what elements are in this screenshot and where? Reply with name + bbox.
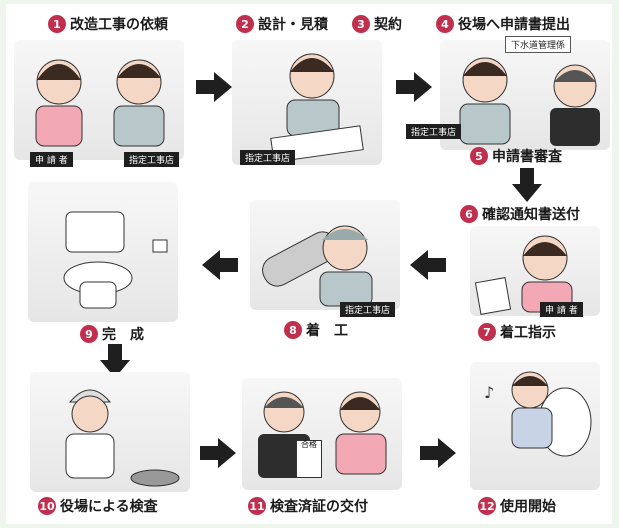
worker-with-pipe-figure	[262, 225, 373, 307]
arrow-right-icon	[396, 72, 432, 102]
step-10-label: 10 役場による検査	[38, 497, 158, 515]
step-4-label: 4 役場へ申請書提出	[436, 14, 570, 34]
step-number-badge: 9	[80, 325, 98, 343]
child-on-toilet-figure: ♪	[484, 371, 592, 457]
design-estimate-illustration	[232, 40, 382, 165]
step-number-badge: 6	[460, 205, 478, 223]
official-and-applicant-figures	[258, 391, 387, 478]
step-3-label: 3 契約	[352, 14, 402, 34]
step-number-badge: 1	[48, 15, 66, 33]
new-toilet-icon	[63, 211, 168, 309]
contractor-drafting-figure	[270, 53, 364, 163]
step-number-badge: 7	[478, 323, 496, 341]
step-number-badge: 10	[38, 497, 56, 515]
arrow-right-icon	[200, 438, 236, 468]
contractor-tag: 指定工事店	[124, 152, 180, 167]
contractor-tag: 指定工事店	[240, 150, 296, 165]
submission-illustration	[440, 40, 610, 150]
step-11-label: 11 検査済証の交付	[248, 497, 368, 515]
step-9-label: 9 完 成	[80, 324, 144, 344]
certificate-illustration	[242, 378, 402, 490]
step-12-label: 12 使用開始	[478, 497, 556, 515]
step-1-label: 1 改造工事の依頼	[48, 14, 168, 34]
inspector-figure	[65, 389, 180, 487]
applicant-tag: 申 請 者	[540, 302, 583, 317]
arrow-down-icon	[512, 168, 542, 202]
request-illustration	[14, 40, 184, 160]
step-5-label: 5 申請書審査	[470, 146, 562, 166]
toilet-illustration	[28, 182, 178, 322]
applicant-tag: 申 請 者	[30, 152, 73, 167]
step-number-badge: 12	[478, 497, 496, 515]
arrow-right-icon	[420, 438, 456, 468]
step-number-badge: 3	[352, 15, 370, 33]
step-number-badge: 2	[236, 15, 254, 33]
arrow-right-icon	[196, 72, 232, 102]
svg-text:♪: ♪	[484, 383, 494, 402]
contractor-tag: 指定工事店	[340, 302, 396, 317]
inspection-illustration	[30, 372, 190, 492]
step-number-badge: 4	[436, 15, 454, 33]
step-7-label: 7 着工指示	[478, 322, 556, 342]
construction-illustration	[250, 200, 400, 310]
step-8-label: 8 着 工	[284, 320, 348, 340]
pass-certificate: 合格	[296, 440, 322, 478]
sewer-section-sign: 下水道管理係	[505, 36, 572, 53]
step-number-badge: 8	[284, 321, 302, 339]
step-number-badge: 5	[470, 147, 488, 165]
applicant-and-contractor-figures	[35, 59, 165, 147]
step-number-badge: 11	[248, 497, 266, 515]
step-2-label: 2 設計・見積	[236, 14, 328, 34]
step-6-label: 6 確認通知書送付	[460, 204, 580, 224]
contractor-tag: 指定工事店	[406, 124, 462, 139]
arrow-left-icon	[202, 250, 238, 280]
usage-start-illustration: ♪	[470, 362, 600, 490]
contractor-and-official-figures	[459, 57, 600, 146]
arrow-down-icon	[100, 344, 130, 378]
arrow-left-icon	[410, 250, 446, 280]
